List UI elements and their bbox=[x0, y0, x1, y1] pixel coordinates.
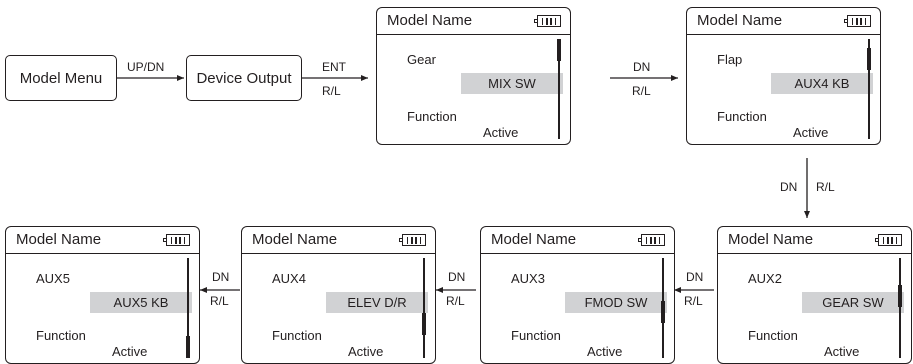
battery-icon bbox=[844, 15, 871, 27]
screen-header: Model Name bbox=[377, 8, 570, 35]
screen-header: Model Name bbox=[6, 227, 199, 254]
function-value: Active bbox=[824, 344, 860, 359]
scrollbar-track bbox=[423, 258, 425, 358]
model-name-title: Model Name bbox=[16, 231, 102, 248]
switch-value: AUX5 KB bbox=[90, 292, 192, 313]
switch-value: GEAR SW bbox=[802, 292, 904, 313]
edge-label-ent-rl: R/L bbox=[322, 84, 341, 98]
switch-value: MIX SW bbox=[461, 73, 563, 94]
model-menu-label: Model Menu bbox=[19, 69, 103, 87]
screen-header: Model Name bbox=[718, 227, 911, 254]
model-name-title: Model Name bbox=[697, 12, 783, 29]
edge-label-dn-4-rl: R/L bbox=[210, 294, 229, 308]
scrollbar-track bbox=[558, 39, 560, 139]
connectors bbox=[117, 75, 810, 293]
function-label: Function bbox=[511, 328, 561, 343]
scrollbar-thumb bbox=[186, 336, 190, 358]
edge-label-dn-down: DN bbox=[780, 180, 798, 194]
function-label: Function bbox=[407, 109, 457, 124]
function-value: Active bbox=[112, 344, 148, 359]
channel-label: AUX5 bbox=[36, 271, 70, 286]
scrollbar-thumb bbox=[867, 48, 871, 71]
function-value: Active bbox=[793, 125, 829, 140]
function-label: Function bbox=[717, 109, 767, 124]
screen-header: Model Name bbox=[481, 227, 674, 254]
device-output-label: Device Output bbox=[196, 69, 292, 87]
scrollbar-thumb bbox=[661, 300, 665, 323]
function-value: Active bbox=[587, 344, 623, 359]
battery-icon bbox=[163, 234, 190, 246]
scrollbar-track bbox=[899, 258, 901, 358]
scrollbar-thumb bbox=[557, 39, 561, 61]
channel-label: Flap bbox=[717, 52, 743, 67]
flow-diagram: Model Menu Device Output UP/DN ENT R/L D… bbox=[5, 7, 912, 364]
model-name-title: Model Name bbox=[387, 12, 473, 29]
edge-label-dn-down-rl: R/L bbox=[816, 180, 835, 194]
scrollbar-track bbox=[868, 39, 870, 139]
channel-label: Gear bbox=[407, 52, 436, 67]
channel-label: AUX2 bbox=[748, 271, 782, 286]
edge-label-dn-3: DN bbox=[448, 270, 466, 284]
switch-value: AUX4 KB bbox=[771, 73, 873, 94]
edge-label-updn: UP/DN bbox=[127, 60, 165, 74]
battery-icon bbox=[399, 234, 426, 246]
function-value: Active bbox=[483, 125, 519, 140]
edge-label-dn-2: DN bbox=[686, 270, 704, 284]
battery-icon bbox=[534, 15, 561, 27]
switch-value: ELEV D/R bbox=[326, 292, 428, 313]
function-label: Function bbox=[272, 328, 322, 343]
edge-label-dn-4: DN bbox=[212, 270, 230, 284]
screen-header: Model Name bbox=[687, 8, 880, 35]
edge-label-ent: ENT bbox=[322, 60, 346, 74]
switch-value: FMOD SW bbox=[565, 292, 667, 313]
channel-label: AUX3 bbox=[511, 271, 545, 286]
scrollbar-thumb bbox=[898, 285, 902, 308]
channel-label: AUX4 bbox=[272, 271, 306, 286]
scrollbar-thumb bbox=[422, 312, 426, 335]
battery-icon bbox=[638, 234, 665, 246]
function-value: Active bbox=[348, 344, 384, 359]
device-output-box: Device Output bbox=[186, 55, 302, 101]
scrollbar-track bbox=[187, 258, 189, 358]
screen-header: Model Name bbox=[242, 227, 435, 254]
function-label: Function bbox=[748, 328, 798, 343]
model-name-title: Model Name bbox=[728, 231, 814, 248]
model-menu-box: Model Menu bbox=[5, 55, 117, 101]
edge-label-dn-3-rl: R/L bbox=[446, 294, 465, 308]
edge-label-dn-1-rl: R/L bbox=[632, 84, 651, 98]
battery-icon bbox=[875, 234, 902, 246]
model-name-title: Model Name bbox=[491, 231, 577, 248]
function-label: Function bbox=[36, 328, 86, 343]
edge-label-dn-2-rl: R/L bbox=[684, 294, 703, 308]
model-name-title: Model Name bbox=[252, 231, 338, 248]
edge-label-dn-1: DN bbox=[633, 60, 651, 74]
